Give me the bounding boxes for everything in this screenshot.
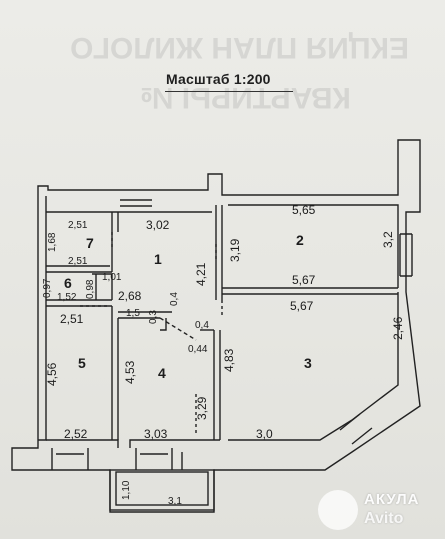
scale-title: Масштаб 1:200: [166, 71, 271, 87]
dim-r7-bottom: 2,51: [68, 256, 88, 267]
dim-r3-bottom: 3,0: [256, 427, 273, 441]
dim-r2-top: 5,65: [292, 203, 316, 217]
dim-r3-left: 4,83: [222, 348, 236, 372]
dim-r1-top: 3,02: [146, 218, 170, 232]
dim-r4-bottom: 3,03: [144, 427, 168, 441]
dim-r4-small-d: 0,44: [188, 344, 208, 355]
window: [339, 413, 373, 445]
outer-wall-inner: [129, 439, 220, 448]
dim-r1-side: 4,21: [194, 262, 208, 286]
window: [120, 199, 152, 207]
dim-r5-top: 2,51: [60, 312, 84, 326]
dim-r7-top: 2,51: [68, 220, 88, 231]
dim-r4-top: 1,5: [126, 308, 140, 319]
dim-r6-bottom: 1,52: [57, 292, 77, 303]
window: [51, 448, 89, 470]
dim-r5-side: 4,56: [45, 362, 59, 386]
room-number-5: 5: [78, 355, 86, 371]
watermark-brand: АКУЛА: [364, 491, 420, 508]
outer-wall-inner: [351, 292, 399, 421]
outer-wall: [11, 139, 421, 513]
room-number-3: 3: [304, 355, 312, 371]
room-number-2: 2: [296, 232, 304, 248]
dim-r2-bottom: 5,67: [292, 273, 316, 287]
dim-r4-small-c: 0,4: [195, 320, 209, 331]
dim-r6-side: 0,97: [42, 278, 53, 298]
dim-r4-right: 3,29: [195, 396, 209, 420]
watermark-site: Avito: [364, 510, 404, 527]
room-number-7: 7: [86, 235, 94, 251]
dim-r2-left: 3,19: [228, 238, 242, 262]
dim-r7-side: 1,68: [47, 232, 58, 252]
window: [399, 233, 413, 277]
door-swing: [159, 317, 197, 341]
dim-r5-bottom: 2,52: [64, 427, 88, 441]
room-number-6: 6: [64, 275, 72, 291]
dim-r6-inner-top: 1,01: [102, 272, 122, 283]
dim-r4-side: 4,53: [123, 360, 137, 384]
dim-r3-right: 2,46: [391, 316, 405, 340]
window: [135, 448, 173, 470]
balcony-inner: [115, 471, 209, 506]
dim-balcony-side: 1,10: [121, 480, 132, 500]
dim-r4-small-b: 0,4: [169, 292, 180, 306]
outer-wall-inner: [228, 419, 353, 441]
balcony-outline: [109, 469, 215, 511]
closet-lines: [92, 273, 113, 300]
outer-wall-inner: [228, 204, 399, 288]
shark-logo-icon: [318, 490, 358, 530]
dim-r1-bottom: 2,68: [118, 289, 142, 303]
dim-r4-small-a: 0,3: [148, 310, 159, 324]
room-number-1: 1: [154, 251, 162, 267]
title-underline: [165, 91, 293, 92]
dim-r6-inner-side: 0,98: [85, 279, 96, 299]
dim-r3-top: 5,67: [290, 299, 314, 313]
outer-wall-inner: [46, 439, 119, 448]
room-number-4: 4: [158, 365, 166, 381]
avito-watermark: АКУЛА Avito: [318, 489, 440, 535]
dim-balcony-bottom: 3,1: [168, 496, 182, 507]
dim-r2-right: 3,2: [381, 231, 395, 248]
outer-wall-inner: [38, 196, 47, 441]
